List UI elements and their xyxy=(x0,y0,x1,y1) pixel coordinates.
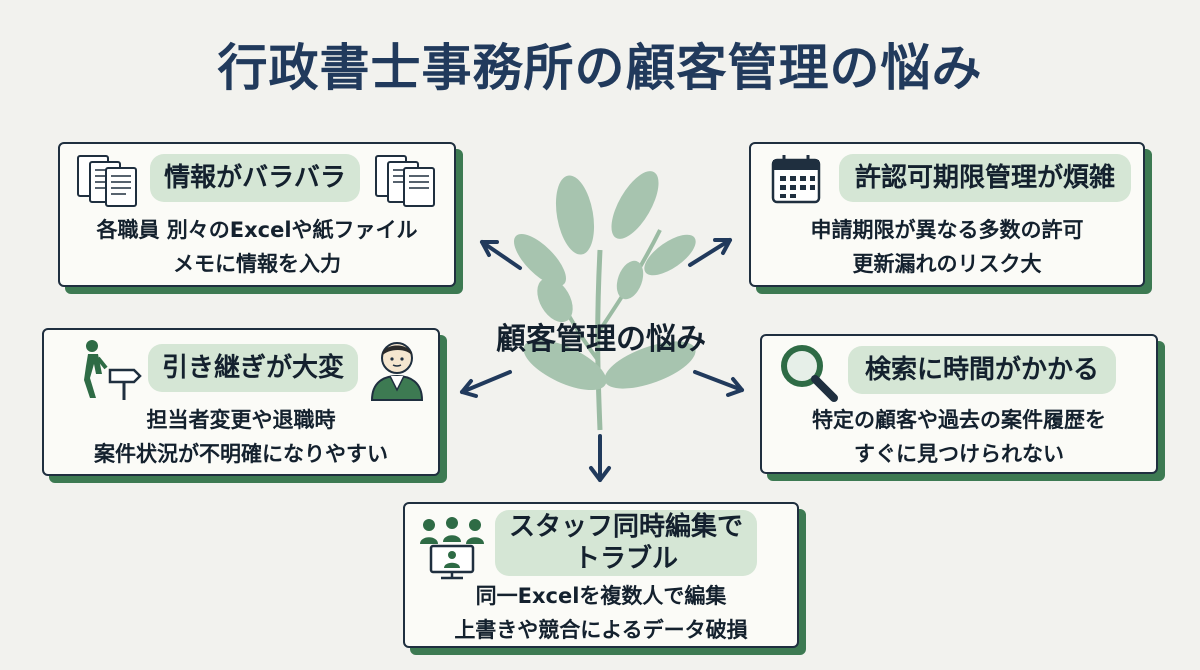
card-handover: 引き継ぎが大変 担当者変更や退職時 案件状況が不明確になりやすい xyxy=(42,328,440,476)
calendar-icon xyxy=(771,155,821,204)
center-label: 顧客管理の悩み xyxy=(496,322,706,357)
card-heading: スタッフ同時編集で トラブル xyxy=(495,510,757,576)
card-info-scattered: 情報がバラバラ 各職員 別々のExcelや紙ファイル メモに情報を入力 xyxy=(58,142,456,287)
walking-person-icon xyxy=(84,340,142,400)
card-body: 同一Excelを複数人で編集 上書きや競合によるデータ破損 xyxy=(454,584,748,642)
card-body: 各職員 別々のExcelや紙ファイル メモに情報を入力 xyxy=(96,218,418,276)
card-search-time: 検索に時間がかかる 特定の顧客や過去の案件履歴を すぐに見つけられない xyxy=(760,334,1158,474)
card-heading: 許認可期限管理が煩雑 xyxy=(839,154,1131,202)
documents-icon xyxy=(77,155,137,207)
card-heading: 引き継ぎが大変 xyxy=(148,344,358,392)
documents-icon xyxy=(375,155,435,207)
card-deadline-management: 許認可期限管理が煩雑 申請期限が異なる多数の許可 更新漏れのリスク大 xyxy=(749,142,1145,287)
arrow-icon xyxy=(460,238,744,482)
card-body: 申請期限が異なる多数の許可 更新漏れのリスク大 xyxy=(810,218,1084,276)
team-monitor-icon xyxy=(420,517,484,580)
magnifier-icon xyxy=(781,345,838,402)
card-heading: 情報がバラバラ xyxy=(150,154,360,202)
card-body: 担当者変更や退職時 案件状況が不明確になりやすい xyxy=(94,408,388,466)
card-heading: 検索に時間がかかる xyxy=(848,346,1116,394)
card-concurrent-editing: スタッフ同時編集で トラブル 同一Excelを複数人で編集 上書きや競合によるデ… xyxy=(403,502,799,648)
card-body: 特定の顧客や過去の案件履歴を すぐに見つけられない xyxy=(812,408,1106,466)
page-title: 行政書士事務所の顧客管理の悩み xyxy=(217,39,983,97)
person-avatar-icon xyxy=(370,342,424,401)
